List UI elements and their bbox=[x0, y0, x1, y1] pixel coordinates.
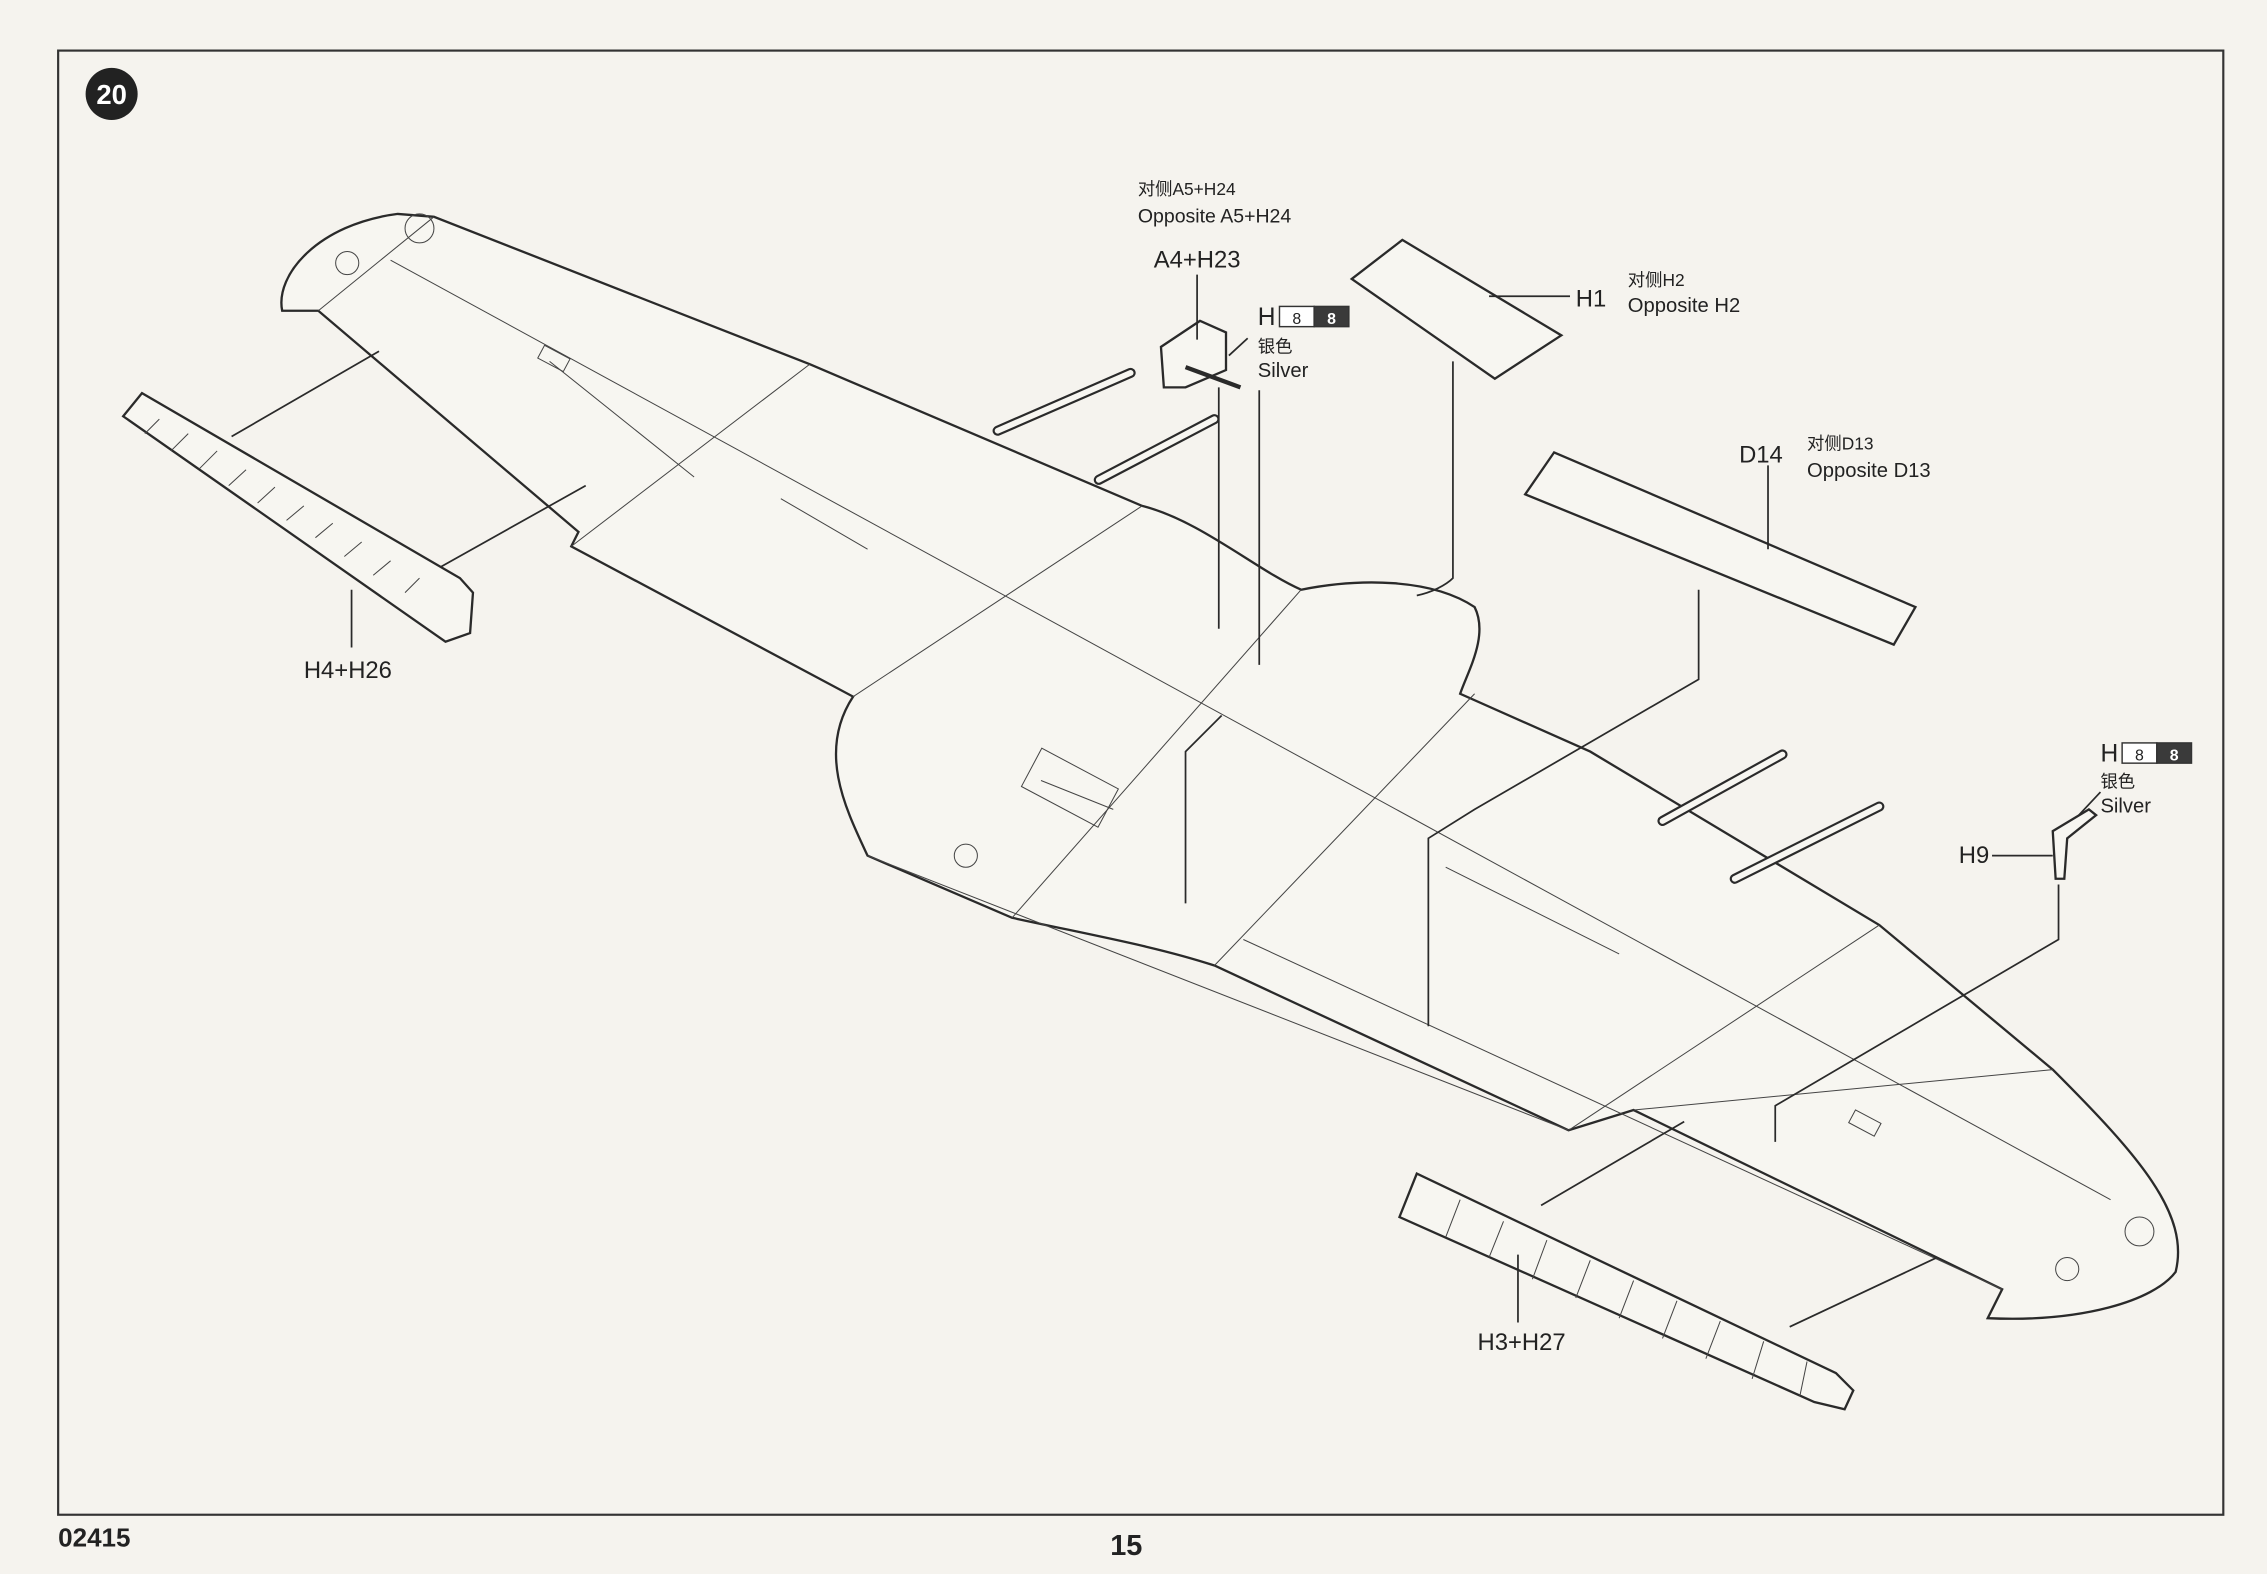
label-opposite-d13-en: Opposite D13 bbox=[1807, 460, 1931, 482]
flap-h4-h26 bbox=[121, 391, 475, 644]
panel-d14 bbox=[1523, 450, 1918, 647]
page-number: 15 bbox=[1110, 1530, 1142, 1562]
label-opposite-h2-en: Opposite H2 bbox=[1628, 295, 1740, 317]
label-opposite-h2-cn: 对侧H2 bbox=[1628, 270, 1685, 290]
cannon-barrels bbox=[992, 367, 1885, 884]
step-badge: 20 bbox=[85, 67, 138, 120]
part-h9 bbox=[2051, 807, 2098, 880]
label-opposite-a5-cn: 对侧A5+H24 bbox=[1138, 179, 1236, 199]
paint-color-en: Silver bbox=[2100, 795, 2151, 817]
label-a4-h23: A4+H23 bbox=[1154, 246, 1241, 273]
paint-color-cn: 银色 bbox=[2100, 772, 2135, 792]
assembly-lines bbox=[231, 274, 2102, 1328]
paint-code-dark: 8 bbox=[1327, 311, 1336, 328]
paint-code: 8 bbox=[2135, 747, 2144, 764]
paint-color-cn: 银色 bbox=[1258, 337, 1293, 357]
label-h1: H1 bbox=[1576, 285, 1606, 312]
label-h4-h26: H4+H26 bbox=[304, 657, 392, 684]
label-opposite-d13-cn: 对侧D13 bbox=[1807, 434, 1873, 454]
panel-h1 bbox=[1349, 238, 1564, 381]
paint-callout-1: H 8 8 银色 Silver bbox=[1258, 304, 1350, 382]
paint-code-dark: 8 bbox=[2170, 747, 2179, 764]
flap-h3-h27 bbox=[1397, 1172, 1855, 1411]
paint-letter: H bbox=[1258, 304, 1276, 331]
paint-code: 8 bbox=[1292, 311, 1301, 328]
page-border bbox=[57, 49, 2225, 1516]
label-h9: H9 bbox=[1959, 842, 1989, 869]
step-number: 20 bbox=[96, 79, 127, 110]
paint-callout-2: H 8 8 银色 Silver bbox=[2100, 741, 2193, 817]
label-opposite-a5-en: Opposite A5+H24 bbox=[1138, 206, 1292, 228]
kit-code: 02415 bbox=[58, 1523, 130, 1553]
paint-letter: H bbox=[2100, 741, 2118, 768]
label-h3-h27: H3+H27 bbox=[1477, 1329, 1565, 1356]
wing-lower-half bbox=[280, 212, 2180, 1320]
paint-color-en: Silver bbox=[1258, 360, 1309, 382]
part-a4-h23 bbox=[1159, 319, 1228, 389]
label-d14: D14 bbox=[1739, 442, 1783, 469]
